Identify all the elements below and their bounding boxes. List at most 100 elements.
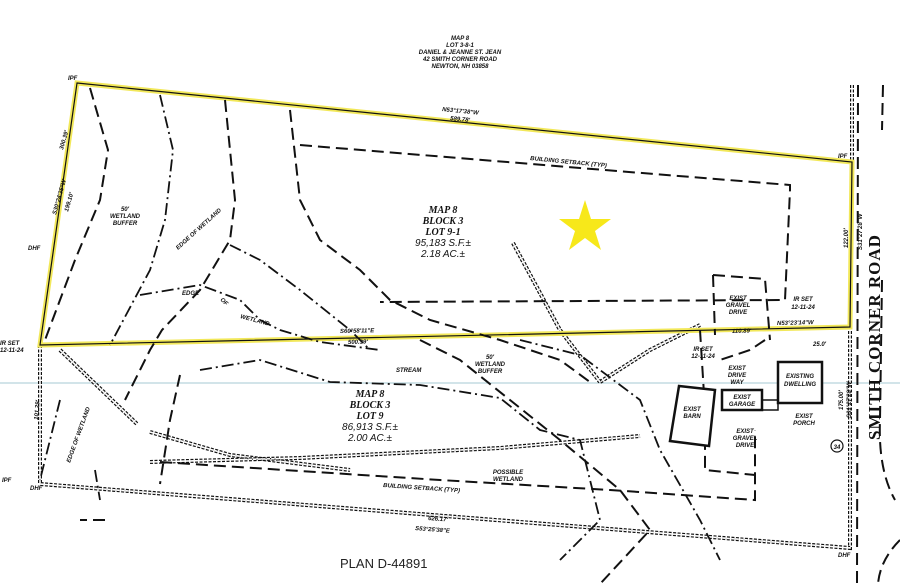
- svg-text:MAP 8: MAP 8: [355, 389, 385, 400]
- svg-text:DWELLING: DWELLING: [784, 382, 816, 388]
- svg-text:IR SET: IR SET: [0, 341, 21, 347]
- wetland-buffer-lower: [159, 374, 181, 485]
- svg-text:EXIST: EXIST: [736, 429, 755, 435]
- svg-text:BLOCK 3: BLOCK 3: [349, 400, 391, 411]
- svg-text:EXIST: EXIST: [729, 296, 748, 302]
- ipf-sw-label: IPF: [2, 478, 12, 484]
- abutter-info: MAP 8 LOT 3-8-1 DANIEL & JEANNE ST. JEAN…: [419, 36, 502, 70]
- svg-text:GRAVEL: GRAVEL: [733, 436, 758, 442]
- stream-label: STREAM: [396, 368, 422, 374]
- edge-label-2b: OF: [219, 297, 229, 307]
- svg-text:12-11-24: 12-11-24: [791, 305, 815, 311]
- svg-text:IR SET: IR SET: [693, 347, 714, 353]
- exist-porch: [762, 399, 779, 411]
- svg-text:95,183 S.F.±: 95,183 S.F.±: [415, 238, 471, 249]
- stone-wall-west: [58, 348, 351, 472]
- svg-text:LOT 3-8-1: LOT 3-8-1: [446, 43, 474, 49]
- wetland-buffer-south: [419, 339, 652, 584]
- lot-9-1-boundary: [39, 82, 853, 346]
- lot-9-boundary: [38, 327, 852, 551]
- svg-text:LOT 9-1: LOT 9-1: [424, 227, 460, 238]
- edge-label-2a: EDGE: [182, 291, 200, 297]
- ipf-ne-label: IPF: [838, 154, 848, 160]
- svg-text:BARN: BARN: [683, 414, 701, 420]
- svg-text:BUFFER: BUFFER: [478, 369, 503, 375]
- dhf-w-label: DHF: [28, 246, 41, 252]
- east-distance: 122.00': [844, 228, 850, 248]
- svg-text:BLOCK 3: BLOCK 3: [422, 216, 464, 227]
- ipf-nw-label: IPF: [68, 76, 78, 82]
- svg-text:WETLAND: WETLAND: [475, 362, 506, 368]
- svg-text:BUFFER: BUFFER: [113, 221, 138, 227]
- edge-of-wetland-lower: [39, 399, 101, 501]
- possible-wetland-label: POSSIBLE WETLAND: [493, 470, 524, 483]
- lot-9-label: MAP 8 BLOCK 3 LOT 9 86,913 S.F.± 2.00 AC…: [342, 389, 398, 444]
- svg-text:POSSIBLE: POSSIBLE: [493, 470, 524, 476]
- road-name: SMITH CORNER ROAD: [865, 234, 884, 440]
- setback-top-label: BUILDING SETBACK (TYP): [530, 156, 607, 169]
- setback-bottom-label: BUILDING SETBACK (TYP): [383, 483, 460, 494]
- south-bearing: S53°25'38"E: [415, 526, 451, 535]
- drive-way-label: EXIST DRIVE WAY: [728, 366, 747, 386]
- svg-text:NEWTON, NH 03858: NEWTON, NH 03858: [432, 64, 490, 70]
- svg-text:WETLAND: WETLAND: [493, 477, 524, 483]
- edge-of-wetland-label-1: EDGE OF WETLAND: [175, 207, 223, 251]
- building-setback-top: [299, 144, 791, 303]
- svg-text:EXIST: EXIST: [795, 414, 814, 420]
- building-setback-bottom: [159, 430, 756, 502]
- west-distance: 199.10': [64, 191, 75, 212]
- svg-text:DRIVE: DRIVE: [729, 310, 748, 316]
- east-bearing: S31°27'28"W: [858, 212, 864, 250]
- svg-text:2.18 AC.±: 2.18 AC.±: [420, 249, 466, 260]
- svg-text:DRIVE: DRIVE: [728, 373, 747, 379]
- star-icon: [559, 200, 611, 250]
- east-lower-distance: 175.00': [839, 390, 845, 410]
- wetland-buffer-center: [289, 109, 591, 383]
- stone-wall-interior: [149, 434, 641, 464]
- north-distance: 589.78': [450, 116, 471, 124]
- svg-text:EXIST: EXIST: [728, 366, 747, 372]
- svg-text:12-11-24: 12-11-24: [0, 348, 24, 354]
- gravel-drive-top-label: EXIST GRAVEL DRIVE: [726, 296, 751, 316]
- ir-set-mid-label: IR SET 12-11-24: [691, 347, 715, 360]
- svg-text:WETLAND: WETLAND: [110, 214, 141, 220]
- svg-text:86,913 S.F.±: 86,913 S.F.±: [342, 422, 398, 433]
- plan-number: PLAN D-44891: [340, 556, 427, 571]
- edge-label-2c: WETLAND: [239, 314, 270, 328]
- dwelling-label: EXISTING DWELLING: [784, 374, 816, 388]
- house-number: 34: [834, 445, 841, 451]
- svg-text:WAY: WAY: [730, 380, 744, 386]
- svg-text:GRAVEL: GRAVEL: [726, 303, 751, 309]
- edge-of-wetland-west: [109, 94, 174, 346]
- ir-set-east-label: IR SET 12-11-24: [791, 297, 815, 311]
- road-edge-west: [856, 84, 859, 584]
- edge-of-wetland-south: [519, 339, 721, 561]
- exist-barn: [668, 384, 717, 448]
- svg-text:EXIST: EXIST: [733, 395, 752, 401]
- division-distance: 500.39': [348, 340, 368, 346]
- svg-text:50': 50': [486, 355, 495, 361]
- dhf-sw-label: DHF: [30, 486, 43, 492]
- west-lower-distance: 101.29': [34, 399, 42, 420]
- gravel-drive-top-outline: [712, 274, 771, 341]
- garage-label: EXIST GARAGE: [729, 395, 756, 408]
- svg-text:LOT 9: LOT 9: [356, 411, 384, 422]
- east-lower-bearing: S31°27'28"W: [847, 380, 853, 418]
- division-bearing: S60°58'11"E: [340, 328, 375, 335]
- edge-of-wetland-label-3: EDGE OF WETLAND: [66, 406, 92, 464]
- ir-set-west-label: IR SET 12-11-24: [0, 341, 24, 354]
- south-distance: 626.17': [428, 516, 449, 524]
- svg-text:IR SET: IR SET: [793, 297, 814, 303]
- wetland-buffer-label-2: 50' WETLAND BUFFER: [475, 355, 506, 375]
- edge-of-wetland-mid: [139, 284, 381, 351]
- svg-text:MAP 8: MAP 8: [451, 36, 470, 42]
- wetland-buffer-west: [44, 87, 110, 341]
- edge-of-wetland-mid2: [229, 244, 371, 351]
- svg-text:EXISTING: EXISTING: [786, 374, 814, 380]
- svg-text:DRIVE: DRIVE: [736, 443, 755, 449]
- wetland-buffer-mid: [124, 99, 237, 401]
- svg-text:12-11-24: 12-11-24: [691, 354, 715, 360]
- north-bearing: N53°17'38"W: [442, 107, 480, 117]
- svg-text:PORCH: PORCH: [793, 421, 815, 427]
